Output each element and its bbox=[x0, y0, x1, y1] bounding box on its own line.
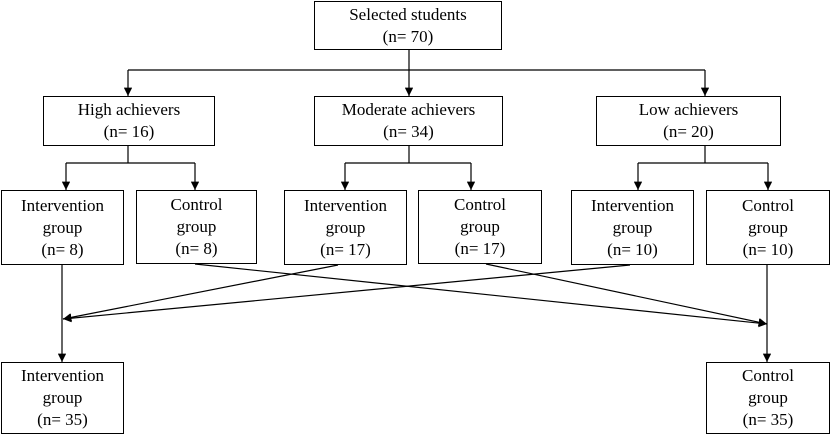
moderate-control-count: (n= 17) bbox=[454, 239, 506, 258]
moderate-intervention-count: (n= 17) bbox=[320, 239, 371, 259]
arrow-moderate-control-to-final bbox=[485, 263, 768, 327]
low-achievers-box: Low achievers (n= 20) bbox=[596, 96, 781, 146]
moderate-intervention-label: Intervention bbox=[303, 195, 388, 215]
low-control-group-word: group bbox=[748, 217, 788, 237]
high-intervention-count: (n= 8) bbox=[41, 239, 84, 259]
final-control-count: (n= 35) bbox=[742, 410, 794, 429]
arrow-moderate-intervention-to-final bbox=[62, 264, 339, 322]
high-achievers-label: High achievers bbox=[77, 100, 181, 119]
arrow-high-control-to-final bbox=[194, 263, 768, 328]
low-intervention-label: Intervention bbox=[590, 195, 675, 215]
final-intervention-group-box: Intervention group (n= 35) bbox=[1, 362, 124, 434]
final-control-group-box: Control group (n= 35) bbox=[706, 362, 830, 434]
low-intervention-group-box: Intervention group (n= 10) bbox=[571, 190, 694, 265]
moderate-control-group-word: group bbox=[460, 217, 500, 236]
high-control-label: Control bbox=[170, 195, 223, 214]
selected-students-count: (n= 70) bbox=[382, 26, 434, 46]
high-intervention-group-word: group bbox=[42, 217, 83, 237]
final-control-label: Control bbox=[742, 366, 794, 385]
high-control-count: (n= 8) bbox=[175, 239, 218, 258]
final-intervention-label: Intervention bbox=[20, 366, 105, 385]
low-intervention-group-word: group bbox=[612, 217, 653, 237]
low-achievers-count: (n= 20) bbox=[663, 122, 714, 141]
final-intervention-group-word: group bbox=[42, 388, 83, 407]
moderate-achievers-box: Moderate achievers (n= 34) bbox=[314, 96, 503, 146]
arrow-low-intervention-to-final bbox=[62, 264, 631, 323]
selected-students-label: Selected students bbox=[349, 4, 467, 24]
low-intervention-count: (n= 10) bbox=[607, 239, 658, 259]
moderate-intervention-group-box: Intervention group (n= 17) bbox=[284, 190, 407, 265]
moderate-intervention-group-word: group bbox=[325, 217, 366, 237]
high-achievers-box: High achievers (n= 16) bbox=[43, 96, 215, 146]
moderate-achievers-count: (n= 34) bbox=[383, 122, 434, 141]
high-control-group-box: Control group (n= 8) bbox=[136, 190, 257, 264]
low-control-label: Control bbox=[742, 195, 794, 215]
moderate-control-group-box: Control group (n= 17) bbox=[418, 190, 542, 264]
moderate-achievers-label: Moderate achievers bbox=[341, 100, 476, 119]
low-achievers-label: Low achievers bbox=[638, 100, 739, 119]
moderate-control-label: Control bbox=[454, 195, 506, 214]
high-intervention-label: Intervention bbox=[20, 195, 105, 215]
final-intervention-count: (n= 35) bbox=[37, 410, 88, 429]
high-control-group-word: group bbox=[176, 217, 217, 236]
low-control-count: (n= 10) bbox=[742, 239, 794, 259]
high-achievers-count: (n= 16) bbox=[103, 122, 155, 141]
selected-students-box: Selected students (n= 70) bbox=[314, 1, 502, 50]
high-intervention-group-box: Intervention group (n= 8) bbox=[1, 190, 124, 265]
final-control-group-word: group bbox=[748, 388, 788, 407]
low-control-group-box: Control group (n= 10) bbox=[706, 190, 830, 265]
